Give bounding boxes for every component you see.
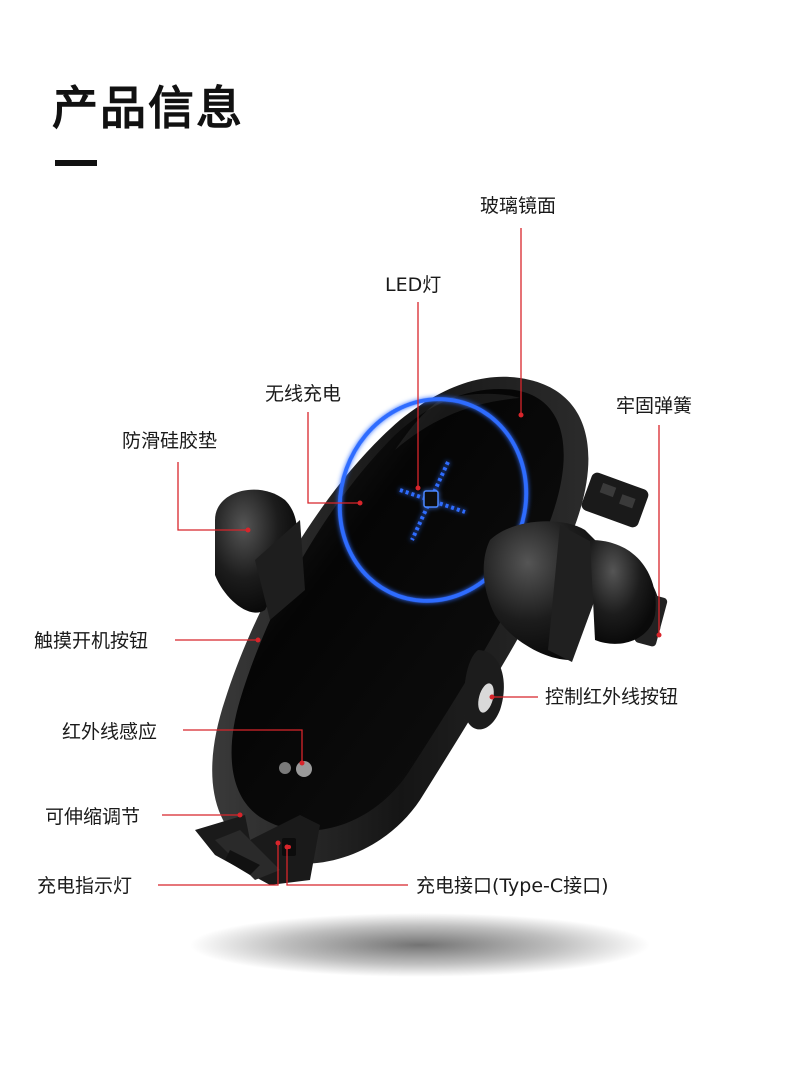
label-glass-mirror: 玻璃镜面 [480,195,557,217]
leader-infrared-sensor [183,729,303,763]
bottom-foot [195,815,320,885]
label-infrared-control-button: 控制红外线按钮 [545,686,679,708]
label-charging-indicator: 充电指示灯 [37,875,133,897]
infrared-control-button [463,650,504,730]
leader-dots [237,412,662,850]
right-arm [483,521,656,662]
leader-wireless-charging [307,412,360,504]
infrared-sensor [279,761,312,777]
left-arm [215,489,305,620]
leader-anti-slip-pad [177,462,248,531]
label-anti-slip-pad: 防滑硅胶垫 [122,430,218,452]
label-charging-port: 充电接口(Type-C接口) [416,875,609,897]
label-wireless-charging: 无线充电 [265,383,342,405]
page-title: 产品信息 [52,81,244,135]
label-adjustable: 可伸缩调节 [45,806,141,828]
label-led-light: LED灯 [385,274,442,296]
led-cross [399,461,466,541]
label-sturdy-spring: 牢固弹簧 [616,395,693,417]
glass-face [231,388,564,831]
leader-charging-port [286,847,408,886]
title-underline [55,160,97,166]
leader-charging-indicator [158,843,279,886]
leader-lines [158,228,660,886]
label-infrared-sensor: 红外线感应 [62,721,158,743]
label-touch-power-button: 触摸开机按钮 [34,630,149,652]
floor-shadow [190,913,650,977]
